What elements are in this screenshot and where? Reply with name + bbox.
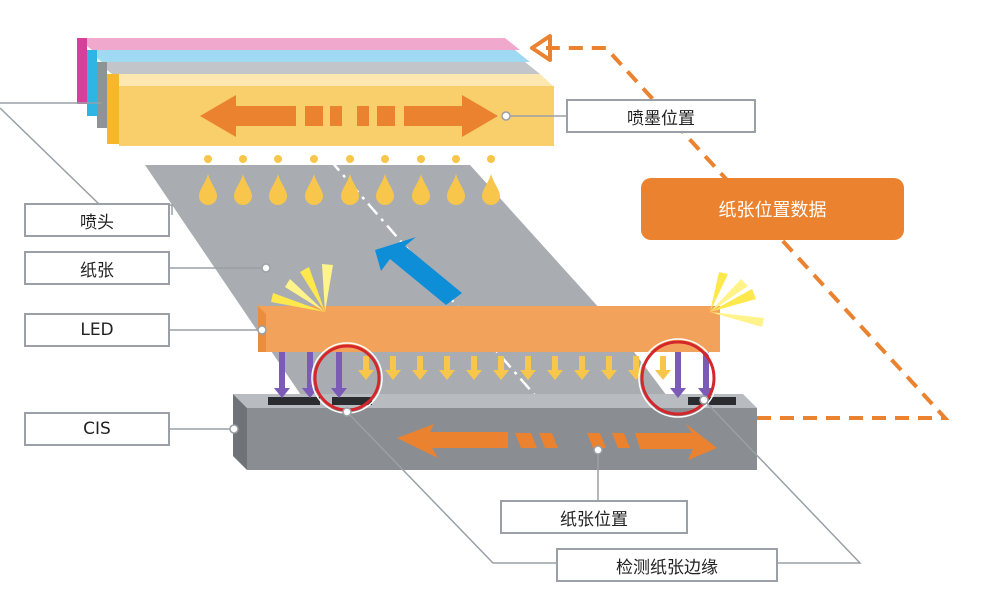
edge-detect-label: 检测纸张边缘 bbox=[556, 548, 778, 582]
cis-label: CIS bbox=[24, 412, 170, 446]
ink-drop-icon bbox=[199, 174, 217, 205]
ink-drops bbox=[199, 155, 500, 205]
led-light-arrows bbox=[358, 356, 671, 380]
led-dot bbox=[257, 325, 267, 335]
nozzle-head bbox=[77, 38, 554, 146]
ink-drop-icon bbox=[376, 174, 394, 205]
ink-drop-icon bbox=[447, 174, 465, 205]
ink-dot bbox=[417, 155, 425, 163]
ink-dot bbox=[204, 155, 212, 163]
paper-flow-arrow-icon bbox=[375, 237, 462, 305]
led-arrow bbox=[412, 356, 428, 380]
led-arrow bbox=[358, 356, 374, 380]
purple-beam bbox=[698, 352, 714, 398]
ink-dot bbox=[487, 155, 495, 163]
led-arrow bbox=[520, 356, 536, 380]
paper-position-label: 纸张位置 bbox=[500, 500, 688, 534]
ink-dot bbox=[274, 155, 282, 163]
ink-drop-icon bbox=[412, 174, 430, 205]
edge-ring-right bbox=[640, 340, 716, 416]
paper-dot bbox=[261, 263, 271, 273]
purple-beam bbox=[670, 352, 686, 398]
light-burst-icon bbox=[271, 264, 764, 327]
paper-label: 纸张 bbox=[24, 251, 170, 285]
paper-position-arrow bbox=[397, 424, 717, 460]
ink-position-label: 喷墨位置 bbox=[566, 99, 756, 133]
led-arrow bbox=[628, 356, 644, 380]
ink-dot bbox=[310, 155, 318, 163]
led-arrow bbox=[385, 356, 401, 380]
ink-drop-icon bbox=[482, 174, 500, 205]
nozzle-label: 喷头 bbox=[24, 203, 170, 237]
led-arrow bbox=[466, 356, 482, 380]
ink-dot bbox=[346, 155, 354, 163]
paper-position-dot bbox=[593, 445, 603, 455]
cis-dot bbox=[229, 424, 239, 434]
led-bar bbox=[258, 306, 720, 352]
ink-drop-icon bbox=[341, 174, 359, 205]
ink-dot bbox=[452, 155, 460, 163]
edge-ring-right-inner bbox=[638, 338, 718, 418]
cis-purple-beams bbox=[274, 352, 714, 398]
edge-dot-left bbox=[342, 407, 352, 417]
ink-drop-icon bbox=[234, 174, 252, 205]
ink-drop-icon bbox=[305, 174, 323, 205]
purple-beam bbox=[274, 352, 290, 398]
ink-drop-icon bbox=[269, 174, 287, 205]
purple-beam bbox=[302, 352, 318, 398]
led-arrow bbox=[547, 356, 563, 380]
ink-dot bbox=[381, 155, 389, 163]
purple-beam bbox=[331, 352, 347, 398]
ink-position-arrow bbox=[200, 95, 498, 137]
led-arrow bbox=[439, 356, 455, 380]
ink-position-dot bbox=[501, 111, 511, 121]
paper-sheet bbox=[145, 165, 610, 320]
led-arrow bbox=[574, 356, 590, 380]
paper-position-data-callout: 纸张位置数据 bbox=[641, 178, 904, 240]
edge-dot-right bbox=[699, 395, 709, 405]
led-arrow bbox=[655, 356, 671, 380]
led-arrow bbox=[493, 356, 509, 380]
feedback-arrow-head bbox=[530, 34, 552, 62]
ink-dot bbox=[239, 155, 247, 163]
led-arrow bbox=[601, 356, 617, 380]
led-label: LED bbox=[24, 313, 170, 347]
